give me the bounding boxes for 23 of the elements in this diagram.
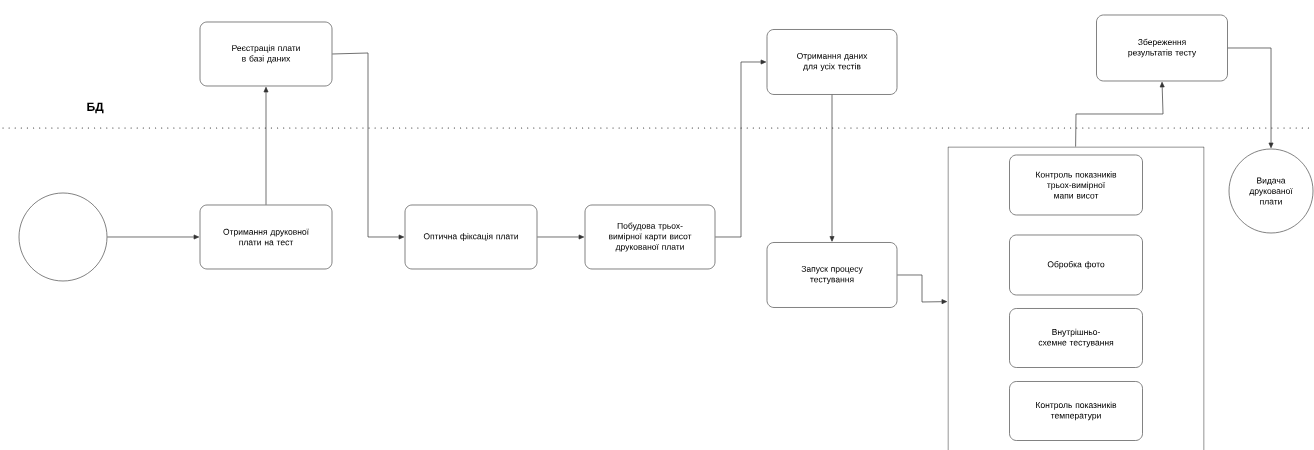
process-box: Реєстрація плати в базі даних — [199, 21, 333, 87]
arrow — [332, 52, 405, 240]
process-box: Побудова трьох-вимірної карти висот друкованої плати — [584, 204, 716, 270]
process-box: Контроль показників температури — [1009, 381, 1143, 441]
arrow — [537, 234, 585, 240]
lane-label: БД — [87, 102, 104, 114]
arrow — [829, 94, 835, 242]
arrow — [107, 234, 200, 240]
arrow — [1075, 81, 1165, 147]
process-box: Внутрішньо-схемне тестування — [1009, 308, 1143, 368]
process-box: Збереження результатів тесту — [1096, 14, 1228, 82]
process-box: Запуск процесу тестування — [766, 242, 898, 308]
process-box: Обробка фото — [1009, 234, 1143, 296]
arrow — [1227, 47, 1274, 149]
process-box: Отримання даних для усіх тестів — [766, 29, 898, 95]
process-box: Отримання друковної плати на тест — [199, 204, 333, 270]
arrow — [897, 274, 948, 305]
start-circle — [18, 192, 108, 282]
process-box: Оптична фіксація плати — [404, 204, 538, 270]
arrow — [263, 86, 269, 205]
group-box — [947, 146, 1205, 450]
process-box: Контроль показників трьох-вимірної мапи висот — [1009, 154, 1143, 216]
arrow — [715, 59, 767, 238]
